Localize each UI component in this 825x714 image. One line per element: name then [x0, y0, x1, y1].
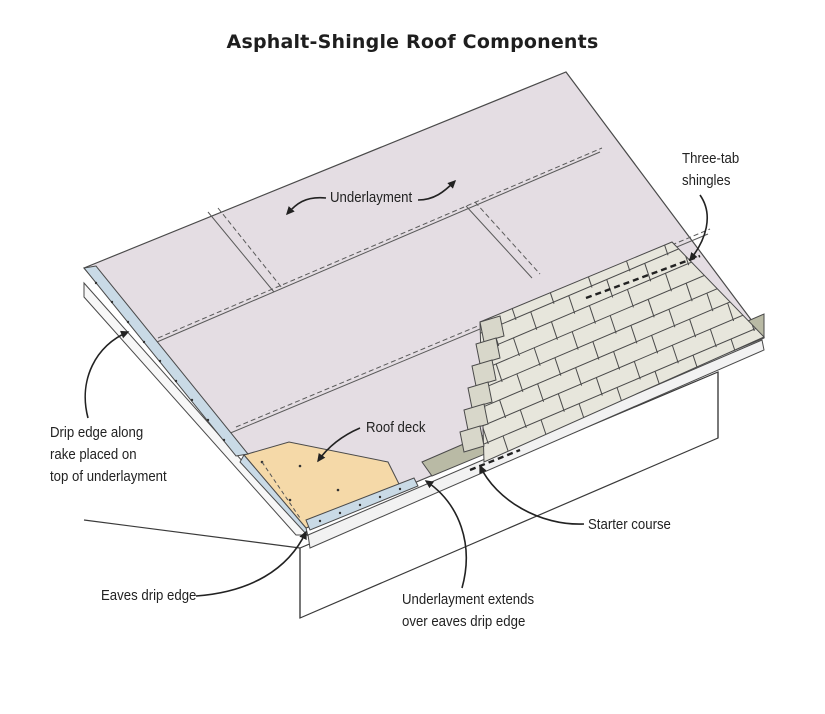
shingle-tab-slot [779, 225, 785, 243]
shingle-tab-slot [495, 363, 503, 383]
arrow-eaves-drip [195, 530, 307, 597]
shingle-tab-slot [786, 297, 792, 315]
diagram-title: Asphalt-Shingle Roof Components [226, 31, 599, 53]
shingle-tab-slot [644, 263, 652, 282]
shingle-tab-slot [744, 276, 752, 296]
shingle-tab-slot [685, 283, 693, 302]
shingle-tab-slot [630, 325, 638, 344]
shingle-tab-slot [557, 393, 565, 412]
shingle-course-edges [459, 315, 505, 453]
shingle-tab-slot [512, 337, 520, 357]
shingle-tab-slot [720, 242, 728, 250]
shingle-course-line [480, 290, 764, 462]
label-starter-course: Starter course [588, 516, 671, 533]
shingle-course-line [480, 254, 764, 426]
arrow-underlayment-extends [424, 480, 468, 589]
shingle-tab-slot [516, 373, 524, 393]
shingle-tab-slot [502, 435, 510, 455]
gable-wall [84, 520, 300, 618]
shingle-tab-slot [689, 319, 697, 338]
shingle-tab-slot [814, 173, 820, 191]
shingle-tab-slot [651, 335, 659, 354]
shingle-tab-slot [626, 289, 634, 308]
shingle-tab-slot [706, 292, 714, 312]
label-three-tab-shingles: Three-tab shingles [682, 150, 740, 189]
rake-drip-edge [83, 265, 249, 457]
shingle-tab-slot [519, 409, 527, 429]
shingle-tab-slot [817, 209, 823, 227]
shingle-tab-slot [575, 367, 583, 386]
shingle-tab-slot [797, 199, 803, 217]
shingle-tab-slot [671, 345, 679, 364]
shingle-tab-slot [592, 341, 600, 360]
arrow-underlayment-right [417, 179, 457, 201]
rake-drip-nails [94, 281, 226, 442]
shingle-tab-slot [804, 271, 810, 289]
label-underlayment: Underlayment [330, 189, 413, 206]
shingle-tab-slot [800, 235, 806, 253]
shingle-tab-slot [499, 399, 507, 419]
arrow-underlayment-left [285, 196, 327, 216]
shingle-tab-slot [537, 383, 545, 402]
shingle-tab-slot [769, 323, 775, 341]
shingle-tab-slot [668, 309, 676, 328]
shingle-tab-slot [738, 205, 744, 223]
shingle-tab-slot [633, 361, 641, 380]
shingle-tab-slot [772, 359, 778, 377]
shingle-tab-slot [550, 321, 558, 340]
shingle-tab-slot [595, 377, 603, 396]
shingle-tab-slot [554, 357, 562, 376]
eaves-drip-edge [239, 454, 309, 537]
arrow-drip-rake [84, 330, 130, 419]
shingle-tab-slot [821, 245, 825, 263]
shingle-course-line [480, 242, 764, 390]
gable-top-line [83, 519, 301, 549]
shingle-tab-slot [740, 242, 748, 260]
arrow-starter-course [479, 464, 585, 525]
shingle-tab-slot [481, 425, 489, 445]
shingle-tab-slot [533, 347, 541, 366]
shingle-tab-slot [609, 315, 617, 334]
shingle-tab-slot [766, 287, 772, 305]
shingle-tab-slot [723, 266, 731, 286]
shingle-tab-slot [790, 333, 796, 351]
label-eaves-drip-edge: Eaves drip edge [101, 587, 197, 604]
label-underlayment-extends: Underlayment extends over eaves drip edg… [402, 591, 535, 630]
shingle-tab-slot [568, 295, 576, 314]
shingle-tab-slot [734, 374, 741, 394]
eaves-drip-nails [318, 487, 402, 523]
shingle-tab-slot [807, 307, 813, 325]
shingle-tab-slot [761, 250, 764, 270]
shingle-tab-slot [661, 242, 669, 256]
eaves-drip-edge-strip [305, 477, 419, 531]
shingle-tab-slot [588, 305, 596, 324]
shingle-tab-slot [783, 261, 789, 279]
label-roof-deck: Roof deck [366, 419, 426, 436]
shingle-tab-slot [664, 273, 672, 292]
shingle-tab-slot [727, 302, 735, 322]
shingle-tab-slot [759, 215, 765, 233]
shingle-tab-slot [613, 351, 621, 370]
shingle-tab-slot [709, 328, 717, 348]
shingle-tab-slot [810, 343, 816, 361]
leader-arrows [84, 179, 708, 597]
arrow-three-tab [689, 194, 708, 262]
shingle-tab-slot [530, 311, 538, 330]
shingle-course-line [480, 272, 764, 444]
shingle-tab-slot [776, 189, 782, 207]
shingle-tab-slot [647, 299, 655, 318]
shingle-tab-slot [571, 331, 579, 350]
shingle-course-line [480, 242, 764, 408]
arrow-roof-deck [317, 427, 361, 463]
shingle-course-line [480, 242, 764, 372]
label-drip-edge-rake: Drip edge along rake placed on top of un… [50, 424, 167, 485]
